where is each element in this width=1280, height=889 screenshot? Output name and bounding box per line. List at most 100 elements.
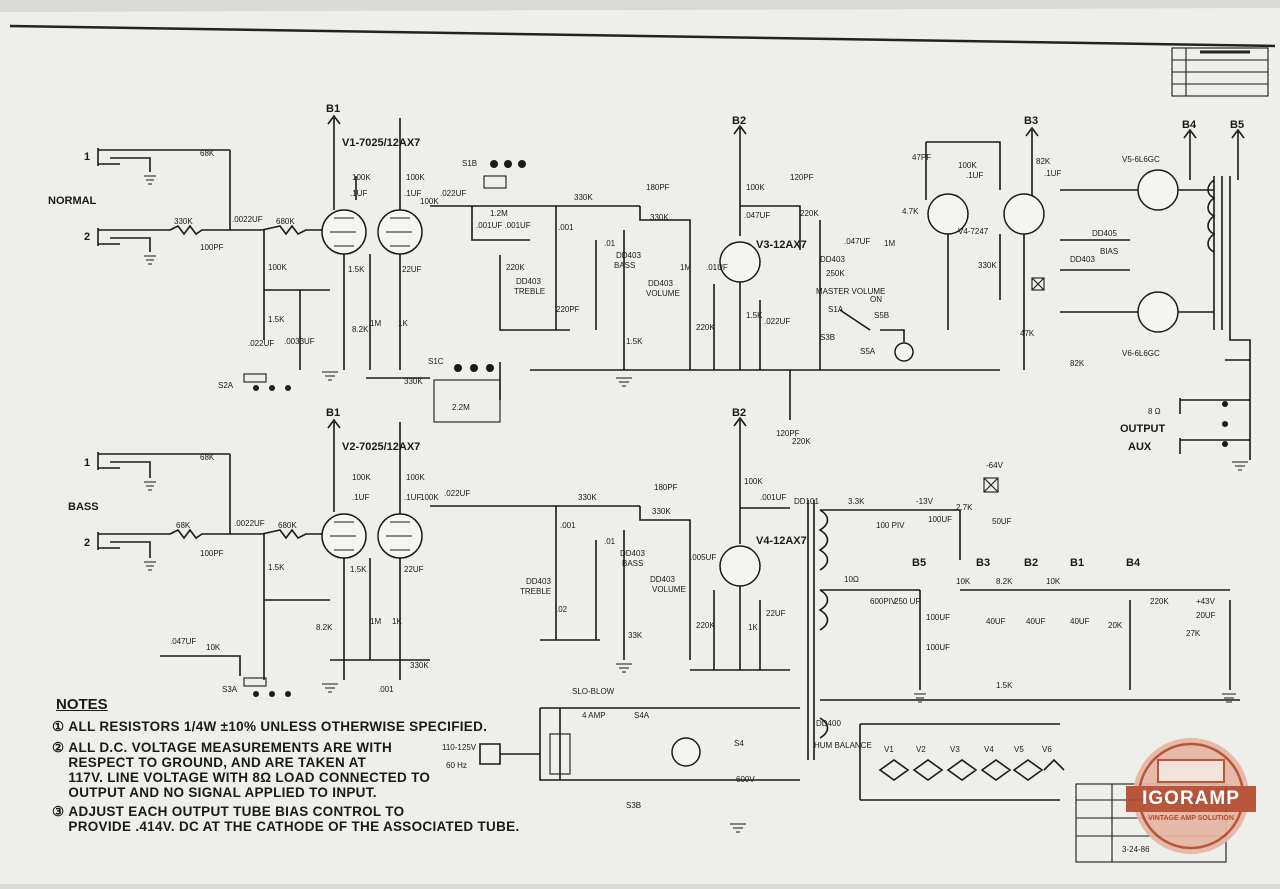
svg-text:1K: 1K xyxy=(392,617,402,626)
bias-label: BIAS xyxy=(1100,247,1118,256)
svg-text:100K: 100K xyxy=(744,477,763,486)
ground-symbol xyxy=(616,663,632,673)
note-2-line: ALL D.C. VOLTAGE MEASUREMENTS ARE WITH xyxy=(68,740,393,755)
heater-v4: V4 xyxy=(984,745,994,754)
svg-text:1.5K: 1.5K xyxy=(348,265,365,274)
v6-tube xyxy=(1137,291,1179,333)
note-1-number: ① xyxy=(52,719,65,734)
b4-supply-label: B4 xyxy=(1126,557,1141,569)
svg-text:10Ω: 10Ω xyxy=(844,575,859,584)
notes-section: NOTES ① ALL RESISTORS 1/4W ±10% UNLESS O… xyxy=(52,696,572,834)
v4-7247-label: V4-7247 xyxy=(958,227,989,236)
bass-channel-volume-label: VOLUME xyxy=(652,585,686,594)
svg-text:.001UF: .001UF xyxy=(760,493,786,502)
pilot-lamp xyxy=(894,342,914,362)
svg-text:220K: 220K xyxy=(800,209,819,218)
b3-label: B3 xyxy=(1024,115,1038,127)
svg-text:DD400: DD400 xyxy=(816,719,841,728)
svg-text:82K: 82K xyxy=(1036,157,1051,166)
v1-stage-wiring xyxy=(263,118,401,370)
s5a-label: S5A xyxy=(860,347,876,356)
treble-label: TREBLE xyxy=(514,287,545,296)
svg-text:.1UF: .1UF xyxy=(966,171,983,180)
svg-text:180PF: 180PF xyxy=(646,183,670,192)
svg-text:DD403: DD403 xyxy=(620,549,645,558)
b1-supply-label: B1 xyxy=(1070,557,1084,569)
hum-balance-label: HUM BALANCE xyxy=(814,741,872,750)
r-68k-label: 68K xyxy=(200,149,215,158)
s1c-switch xyxy=(433,379,501,423)
svg-text:DD403: DD403 xyxy=(516,277,541,286)
input-jack-2-label: 2 xyxy=(84,231,90,243)
svg-text:.1UF: .1UF xyxy=(1044,169,1061,178)
svg-text:330K: 330K xyxy=(650,213,669,222)
c-100pf-label: 100PF xyxy=(200,243,224,252)
igoramp-watermark xyxy=(1126,738,1256,854)
ohm8-label: 8 Ω xyxy=(1148,407,1161,416)
v3-tube xyxy=(719,241,761,283)
v6-label: V6-6L6GC xyxy=(1122,349,1160,358)
svg-text:40UF: 40UF xyxy=(1070,617,1090,626)
heater-filaments xyxy=(878,758,1065,781)
r-680k-label: 680K xyxy=(276,217,295,226)
s2a-label: S2A xyxy=(218,381,234,390)
s3b-label: S3B xyxy=(820,333,835,342)
svg-text:8.2K: 8.2K xyxy=(996,577,1013,586)
b1-bass-label: B1 xyxy=(326,407,340,419)
note-1: ① ALL RESISTORS 1/4W ±10% UNLESS OTHERWI… xyxy=(52,719,572,735)
svg-text:DD405: DD405 xyxy=(1092,229,1117,238)
svg-text:1.5K: 1.5K xyxy=(268,315,285,324)
output-label: OUTPUT xyxy=(1120,423,1166,435)
svg-text:100K: 100K xyxy=(958,161,977,170)
svg-text:60 Hz: 60 Hz xyxy=(446,761,467,770)
svg-text:.047UF: .047UF xyxy=(744,211,770,220)
tone-stack-wiring xyxy=(499,205,691,370)
svg-text:8.2K: 8.2K xyxy=(352,325,369,334)
heater-v3: V3 xyxy=(950,745,960,754)
svg-text:250K: 250K xyxy=(826,269,845,278)
svg-text:1M: 1M xyxy=(370,617,381,626)
ground-symbol xyxy=(144,175,156,185)
svg-text:47K: 47K xyxy=(1020,329,1035,338)
power-supply: DD101 3.3K 100 PIV -13V 100UF 2.7K 50UF … xyxy=(442,461,1240,833)
svg-text:.1UF: .1UF xyxy=(404,493,421,502)
ground-symbol xyxy=(616,377,632,387)
svg-text:100K: 100K xyxy=(406,173,425,182)
svg-text:220K: 220K xyxy=(1150,597,1169,606)
b5-label: B5 xyxy=(1230,119,1244,131)
ground-symbol xyxy=(914,693,1236,703)
svg-text:22UF: 22UF xyxy=(404,565,424,574)
v1-tube-label: V1-7025/12AX7 xyxy=(342,137,420,149)
ground-symbol xyxy=(1232,461,1248,471)
revision-box xyxy=(1171,47,1269,97)
svg-text:.1UF: .1UF xyxy=(350,189,367,198)
svg-text:100UF: 100UF xyxy=(926,613,950,622)
b3-supply-label: B3 xyxy=(976,557,990,569)
svg-text:600V: 600V xyxy=(736,775,755,784)
output-transformer xyxy=(1207,176,1223,330)
svg-text:22UF: 22UF xyxy=(766,609,786,618)
svg-text:2.2M: 2.2M xyxy=(452,403,470,412)
note-2-line: RESPECT TO GROUND, AND ARE TAKEN AT xyxy=(68,755,367,770)
svg-text:.022UF: .022UF xyxy=(764,317,790,326)
power-transformer xyxy=(807,500,815,760)
heater-v6: V6 xyxy=(1042,745,1052,754)
notes-title: NOTES xyxy=(56,696,108,713)
r-1m-label: 1M xyxy=(370,319,381,328)
output-jacks xyxy=(1179,398,1225,454)
svg-text:330K: 330K xyxy=(578,493,597,502)
x-terminal xyxy=(1031,277,1045,291)
v2-bass-tube-label: V2-7025/12AX7 xyxy=(342,441,420,453)
svg-text:.1UF: .1UF xyxy=(352,493,369,502)
svg-text:DD403: DD403 xyxy=(1070,255,1095,264)
s4a-label: S4A xyxy=(634,711,650,720)
aux-label: AUX xyxy=(1128,441,1152,453)
svg-text:330K: 330K xyxy=(978,261,997,270)
note-2-line: OUTPUT AND NO SIGNAL APPLIED TO INPUT. xyxy=(68,785,377,800)
input-jack-1-label: 1 xyxy=(84,151,90,163)
svg-text:.01: .01 xyxy=(604,239,616,248)
ground-symbol xyxy=(144,561,156,571)
ground-symbol xyxy=(322,371,338,381)
